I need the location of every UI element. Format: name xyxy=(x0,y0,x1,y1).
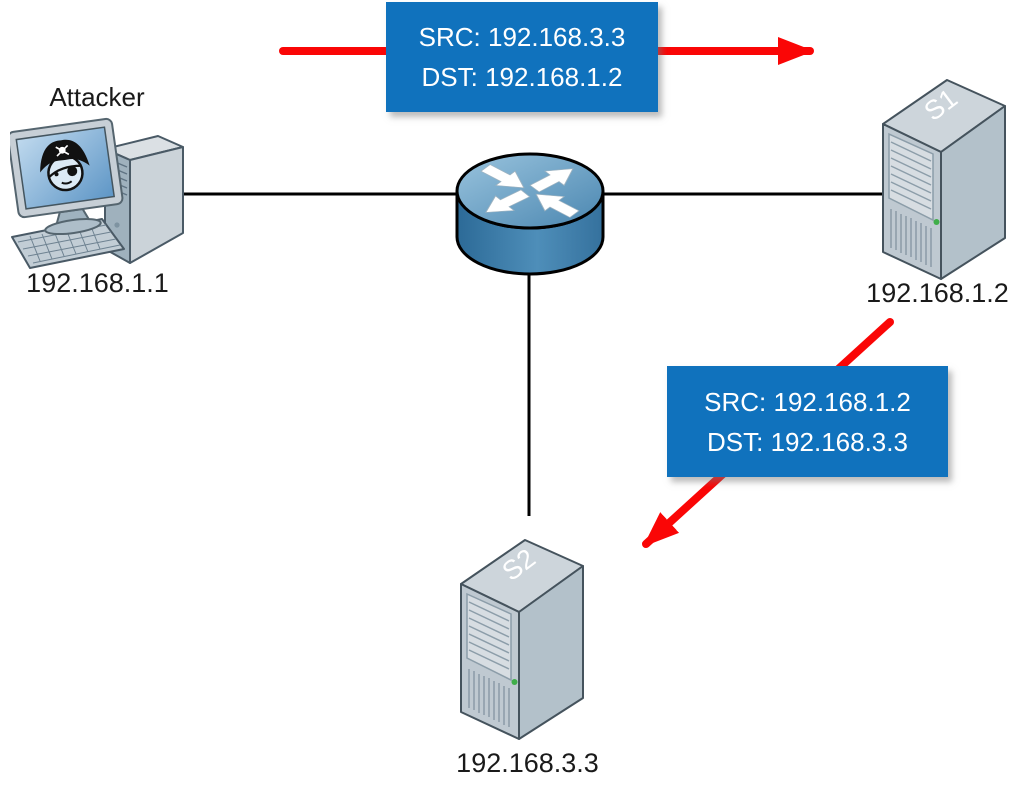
server-s1-icon: S1 xyxy=(882,79,1006,280)
attacker-title: Attacker xyxy=(49,82,145,112)
router-arrows-icon xyxy=(480,164,580,218)
attacker-computer-icon xyxy=(10,117,184,269)
server-led xyxy=(511,679,518,685)
packet-forward-src: SRC: 192.168.3.3 xyxy=(418,22,626,52)
attacker-ip: 192.168.1.1 xyxy=(26,268,169,298)
packet-reply-src: SRC: 192.168.1.2 xyxy=(704,386,911,417)
keyboard-icon xyxy=(11,218,125,269)
packet-label-reply: SRC: 192.168.1.2 DST: 192.168.3.3 xyxy=(667,366,948,477)
packet-label-forward: SRC: 192.168.3.3 DST: 192.168.1.2 xyxy=(386,2,658,112)
router-icon xyxy=(455,152,605,276)
pirate-icon xyxy=(40,139,90,192)
packet-forward-dst: DST: 192.168.1.2 xyxy=(421,62,623,92)
server-led xyxy=(933,219,940,225)
monitor-icon xyxy=(10,117,124,236)
server-s2-ip: 192.168.3.3 xyxy=(456,748,599,778)
packet-reply-dst: DST: 192.168.3.3 xyxy=(707,426,908,457)
server-s1-ip: 192.168.1.2 xyxy=(866,278,1009,308)
server-s2-icon: S2 xyxy=(460,539,584,740)
